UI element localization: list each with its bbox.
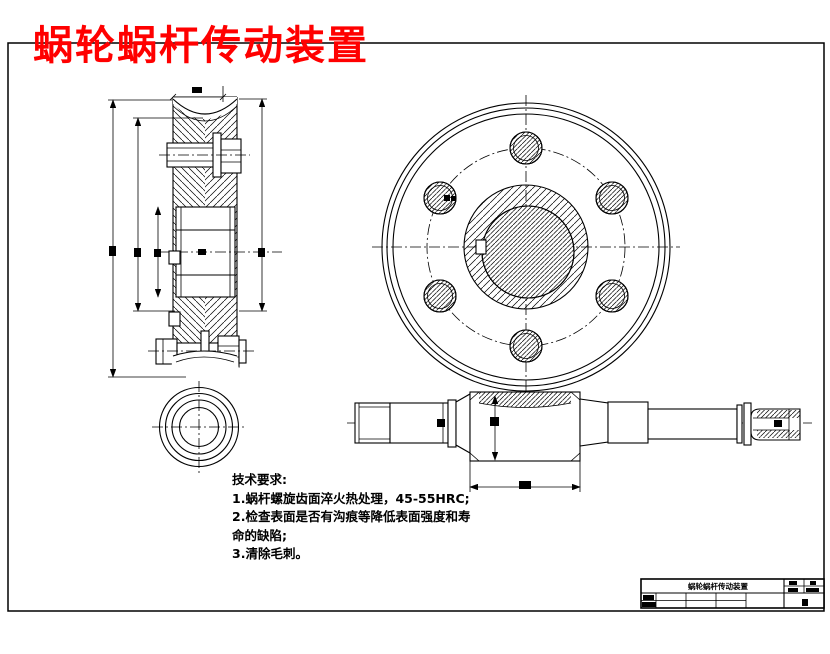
dimension-label-blob [192, 87, 202, 93]
worm-cross-section [152, 381, 247, 474]
bolt-hole [509, 329, 543, 363]
dimension-label-blob [198, 249, 206, 255]
illegible-text-blob [642, 602, 656, 607]
illegible-text-blob [810, 581, 816, 585]
wheel-throat-arc [172, 98, 238, 115]
bolt-hole [595, 181, 629, 215]
technical-requirements-line: 2.检查表面是否有沟痕等降低表面强度和寿 [232, 509, 471, 524]
shaft-shoulder-ring [447, 399, 457, 448]
left-view-dimensions [108, 86, 267, 378]
title-block-drawing-title: 蜗轮蜗杆传动装置 [688, 581, 748, 591]
dimension-label-blob [444, 195, 450, 201]
technical-requirements-heading: 技术要求: [232, 472, 287, 487]
shaft-thread-end [354, 402, 391, 444]
dimension-label-blob [109, 246, 116, 256]
dimension-label-blob [519, 481, 531, 489]
wheel-hub [463, 184, 589, 310]
technical-requirements: 技术要求: 1.蜗杆螺旋齿面淬火热处理，45-55HRC; 2.检查表面是否有沟… [232, 471, 470, 564]
illegible-text-blob [643, 595, 654, 600]
technical-requirements-line: 3.清除毛刺。 [232, 546, 308, 561]
illegible-text-blob [788, 588, 798, 592]
technical-requirements-line: 1.蜗杆螺旋齿面淬火热处理，45-55HRC; [232, 490, 470, 506]
shaft-step [607, 401, 649, 444]
shaft-taper [455, 393, 471, 454]
shaft-right-shoulder [579, 398, 609, 447]
bolt-hex-head [220, 138, 242, 174]
retaining-ring [736, 404, 743, 444]
mesh-zone-hatch [479, 392, 571, 408]
technical-requirements-line: 命的缺陷; [232, 527, 287, 543]
sheet-border [7, 42, 825, 612]
drawing-main-title: 蜗轮蜗杆传动装置 [33, 22, 369, 69]
shaft-key-end [750, 408, 801, 441]
worm-body [469, 391, 581, 462]
illegible-text-blob [789, 581, 797, 585]
dimension-label-blob [134, 248, 141, 257]
dimension-label-blob [774, 420, 782, 427]
dimension-label-blob [437, 419, 445, 427]
worm-shaft-view [347, 391, 812, 492]
front-view-worm-wheel [372, 95, 680, 425]
rim-joint-notch [168, 250, 181, 265]
illegible-text-blob [802, 599, 808, 606]
dimension-label-blob [154, 249, 161, 257]
illegible-text-blob [806, 588, 819, 592]
shaft-step [647, 408, 738, 440]
bolt-hole [509, 131, 543, 165]
rim-joint-notch [168, 311, 181, 327]
bolt-hole [423, 279, 457, 313]
keyway-notch [475, 239, 487, 255]
retaining-ring [743, 402, 752, 446]
left-view-worm-wheel-section [108, 86, 282, 474]
upper-rim-bolt [159, 132, 250, 178]
dimension-label-blob [451, 196, 456, 201]
hub-bore [158, 206, 282, 298]
bolt-hole [595, 279, 629, 313]
title-block: 蜗轮蜗杆传动装置 [640, 578, 825, 609]
dimension-label-blob [258, 248, 265, 257]
dimension-label-blob [490, 417, 499, 426]
worm-length-dimension [469, 461, 581, 492]
